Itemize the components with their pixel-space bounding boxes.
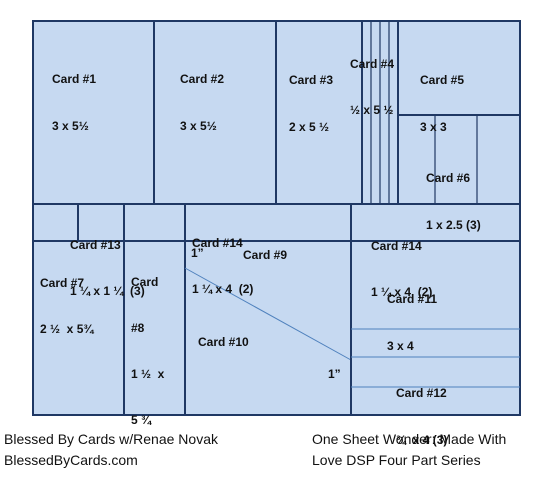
card-7-shape	[32, 240, 125, 416]
footer-right: One Sheet Wonder: Made With Love DSP Fou…	[312, 429, 506, 471]
card-11-12-shape	[350, 240, 521, 416]
card-4-label: Card #4 ½ x 5 ½	[350, 27, 394, 133]
footer-title-line1: One Sheet Wonder: Made With	[312, 431, 507, 447]
card-13-name: Card #13	[70, 238, 121, 252]
card-11-name: Card #11	[387, 292, 438, 306]
footer-website: BlessedByCards.com	[4, 452, 138, 468]
card-5-size: 3 x 3	[420, 120, 447, 134]
card-6-size: 1 x 2.5 (3)	[426, 218, 481, 232]
card-11-size: 3 x 4	[387, 339, 414, 353]
card-12-size: ¾ x 4 (3)	[396, 433, 448, 447]
card-5-label: Card #5 3 x 3	[420, 43, 464, 150]
card-8-name: Card	[131, 275, 159, 289]
mark-bottom-1in: 1”	[328, 367, 341, 381]
card-2-name: Card #2	[180, 72, 225, 86]
card-8-shape	[123, 240, 186, 416]
card-3-label: Card #3 2 x 5 ½	[289, 43, 333, 150]
card-10-name: Card #10	[198, 335, 249, 349]
card-8-size: 1 ½ x	[131, 367, 165, 381]
card-7-size: 2 ½ x 5¾	[40, 322, 94, 336]
card-1-shape	[32, 20, 155, 205]
mark-top-1in: 1”	[191, 246, 204, 260]
card-7-label: Card #7 2 ½ x 5¾	[40, 246, 93, 352]
card-13-size: 1 ¼ x 1 ¼ (3)	[70, 284, 145, 298]
card-6-name: Card #6	[426, 171, 471, 185]
card-13-label: Card #13 1 ¼ x 1 ¼ (3)	[70, 208, 145, 314]
card-9-name: Card #9	[243, 248, 288, 262]
card-14a-name: Card #14	[192, 236, 243, 250]
card-1-label: Card #1 3 x 5½	[52, 42, 96, 149]
card-1-size: 3 x 5½	[52, 119, 89, 133]
card-8-name-number: #8	[131, 321, 145, 335]
card-14b-size: 1 ¼ x 4 (2)	[371, 285, 433, 299]
card-9-10-diagonal	[184, 267, 352, 361]
card-5-name: Card #5	[420, 73, 465, 87]
card-9-10-shape	[184, 240, 352, 416]
card-14a-size: 1 ¼ x 4 (2)	[192, 282, 254, 296]
card-4-size: ½ x 5 ½	[350, 103, 394, 117]
cut-layout-diagram	[32, 20, 521, 416]
card-8-label: Card #8 1 ½ x 5 ¾	[131, 245, 164, 443]
card-6-shape	[397, 114, 521, 205]
card-14b-name: Card #14	[371, 239, 422, 253]
card-3-size: 2 x 5 ½	[289, 120, 330, 134]
card-2-size: 3 x 5½	[180, 119, 217, 133]
card-11-label: Card #11 3 x 4	[387, 262, 437, 369]
card-4-name: Card #4	[350, 57, 395, 71]
card-14a-label: Card #14 1 ¼ x 4 (2)	[192, 206, 253, 312]
card-2-label: Card #2 3 x 5½	[180, 42, 224, 149]
card-6-label: Card #6 1 x 2.5 (3)	[426, 141, 481, 248]
footer-left: Blessed By Cards w/Renae Novak BlessedBy…	[4, 429, 218, 471]
card-12-label: Card #12 ¾ x 4 (3)	[396, 356, 447, 463]
card-12-name: Card #12	[396, 386, 447, 400]
card-2-shape	[153, 20, 277, 205]
footer-title-line2: Love DSP Four Part Series	[312, 452, 481, 468]
footer-author: Blessed By Cards w/Renae Novak	[4, 431, 218, 447]
card-3-name: Card #3	[289, 73, 334, 87]
strip-row-shape	[32, 203, 521, 242]
card-1-name: Card #1	[52, 72, 97, 86]
card-8-size-cont: 5 ¾	[131, 413, 152, 427]
card-14b-label: Card #14 1 ¼ x 4 (2)	[371, 209, 432, 315]
card-7-name: Card #7	[40, 276, 85, 290]
